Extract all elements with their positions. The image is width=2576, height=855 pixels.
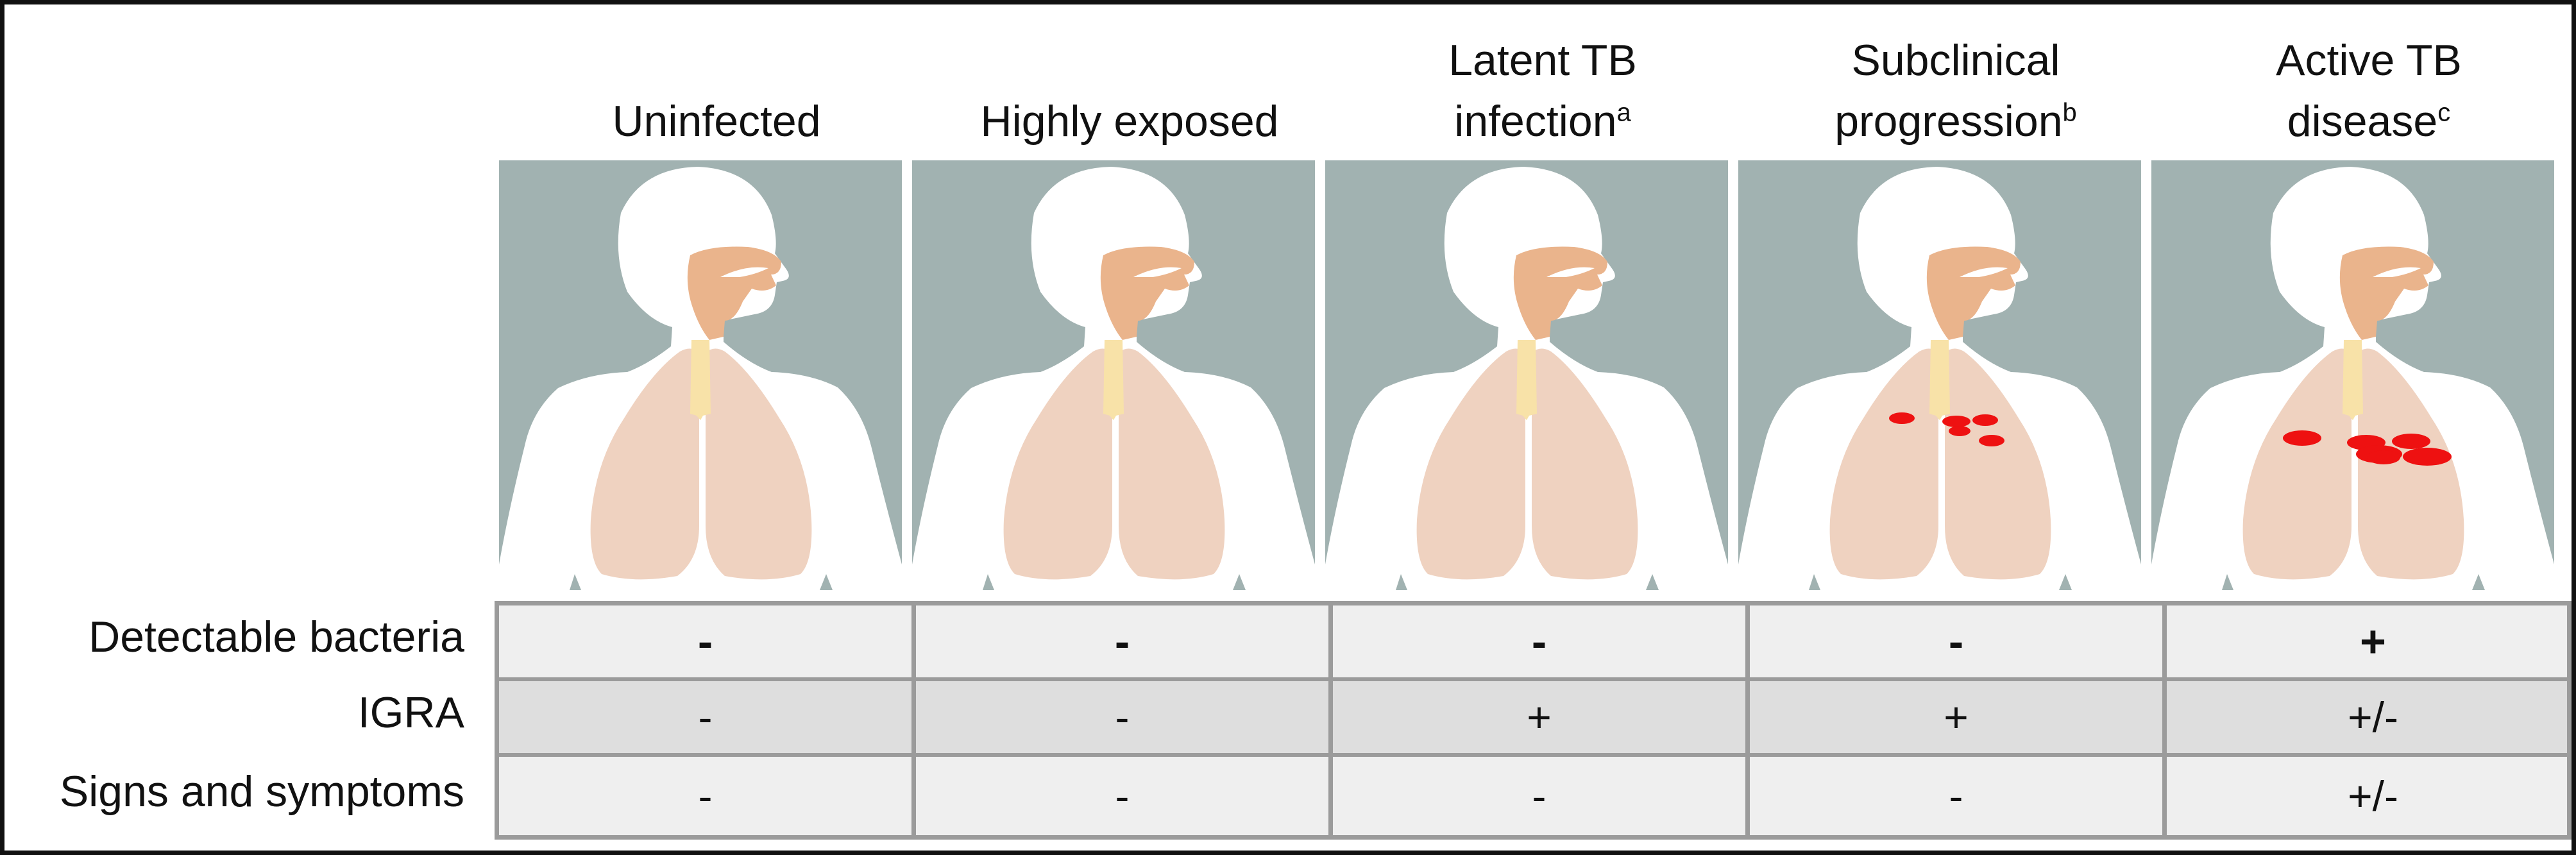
- left-arm-gap: [1396, 574, 1407, 590]
- trachea: [1516, 340, 1537, 420]
- table-cell: -: [911, 605, 1328, 677]
- right-lung: [1945, 348, 2051, 580]
- status-table: - - - - + - - + + +/- - - - - +/-: [495, 601, 2572, 840]
- tb-lesion: [1972, 414, 1998, 426]
- table-cell: -: [1745, 605, 2162, 677]
- stage-header-line1: Active TB: [2276, 36, 2462, 85]
- stage-header-subclinical-progression: Subclinical progressionb: [1757, 24, 2155, 152]
- table-cell: -: [911, 757, 1328, 835]
- palate-highlight: [1133, 267, 1182, 277]
- stage-header-active-tb-disease: Active TB diseasec: [2170, 24, 2568, 152]
- table-cell: -: [1328, 757, 1745, 835]
- table-cell: +: [2162, 605, 2576, 677]
- stage-header-latent-tb-infection: Latent TB infectiona: [1344, 24, 1741, 152]
- trachea: [2343, 340, 2363, 420]
- human-silhouette-illustration: [912, 167, 1315, 590]
- palate-highlight: [1960, 267, 2008, 277]
- stage-header-line1: Latent TB: [1448, 36, 1637, 85]
- left-arm-gap: [2222, 574, 2233, 590]
- tb-lesion: [2403, 448, 2452, 466]
- palate-highlight: [1546, 267, 1595, 277]
- row-label-signs-and-symptoms: Signs and symptoms: [59, 767, 464, 816]
- palate-highlight: [720, 267, 768, 277]
- table-row-igra: - - + + +/-: [499, 681, 2567, 753]
- trachea: [1929, 340, 1950, 420]
- panel-subclinical-progression: [1738, 160, 2141, 590]
- stage-header-line1: Subclinical: [1851, 36, 2060, 85]
- left-lung: [1416, 348, 1525, 580]
- left-arm-gap: [983, 574, 994, 590]
- table-cell: +: [1328, 681, 1745, 753]
- table-cell: +: [1745, 681, 2162, 753]
- left-arm-gap: [570, 574, 581, 590]
- row-label-detectable-bacteria: Detectable bacteria: [89, 613, 464, 661]
- table-cell: +/-: [2162, 681, 2576, 753]
- tb-lesion: [2392, 434, 2430, 449]
- row-label-igra: IGRA: [357, 688, 464, 737]
- panel-highly-exposed: [912, 160, 1315, 590]
- right-arm-gap: [2059, 574, 2072, 590]
- tb-lesion: [1949, 426, 1970, 436]
- table-cell: -: [911, 681, 1328, 753]
- tb-lesion: [1979, 435, 2004, 446]
- tb-lesion: [2367, 450, 2400, 464]
- table-cell: -: [697, 616, 713, 666]
- trachea: [1103, 340, 1124, 420]
- trachea: [690, 340, 711, 420]
- table-cell: -: [1745, 757, 2162, 835]
- stage-footnote-marker: a: [1616, 98, 1631, 127]
- human-silhouette-illustration: [499, 167, 902, 590]
- tb-lesion: [1889, 412, 1915, 424]
- left-arm-gap: [1809, 574, 1820, 590]
- left-lung: [1003, 348, 1112, 580]
- tb-lesion: [1942, 416, 1970, 427]
- human-silhouette-illustration: [1325, 167, 1728, 590]
- left-lung: [590, 348, 699, 580]
- right-lung: [1532, 348, 1638, 580]
- right-lung: [1119, 348, 1225, 580]
- panel-active-tb-disease: [2151, 160, 2554, 590]
- right-arm-gap: [1646, 574, 1659, 590]
- right-lung: [706, 348, 812, 580]
- stage-footnote-marker: b: [2062, 98, 2077, 127]
- right-arm-gap: [2472, 574, 2485, 590]
- stage-header-highly-exposed: Highly exposed: [931, 24, 1328, 152]
- stage-header-line2: Uninfected: [612, 97, 821, 146]
- stage-header-line2: progression: [1835, 97, 2063, 146]
- panel-latent-tb-infection: [1325, 160, 1728, 590]
- panel-uninfected: [499, 160, 902, 590]
- table-row-signs-and-symptoms: - - - - +/-: [499, 757, 2567, 835]
- stage-header-line2: Highly exposed: [980, 97, 1279, 146]
- human-silhouette-illustration: [2151, 167, 2554, 590]
- right-lung: [2358, 348, 2464, 580]
- right-arm-gap: [820, 574, 833, 590]
- palate-highlight: [2373, 267, 2421, 277]
- right-arm-gap: [1233, 574, 1246, 590]
- table-row-detectable-bacteria: - - - - +: [499, 605, 2567, 677]
- table-cell: +/-: [2162, 757, 2576, 835]
- stage-header-uninfected: Uninfected: [518, 24, 915, 152]
- tb-lesion: [2283, 430, 2321, 446]
- stage-footnote-marker: c: [2437, 98, 2451, 127]
- table-cell: -: [1328, 605, 1745, 677]
- table-cell: -: [698, 772, 713, 820]
- stage-header-line2: infection: [1454, 97, 1617, 146]
- left-lung: [2242, 348, 2351, 580]
- table-cell: -: [698, 693, 713, 741]
- human-silhouette-illustration: [1738, 167, 2141, 590]
- left-lung: [1829, 348, 1938, 580]
- stage-header-line2: disease: [2287, 97, 2438, 146]
